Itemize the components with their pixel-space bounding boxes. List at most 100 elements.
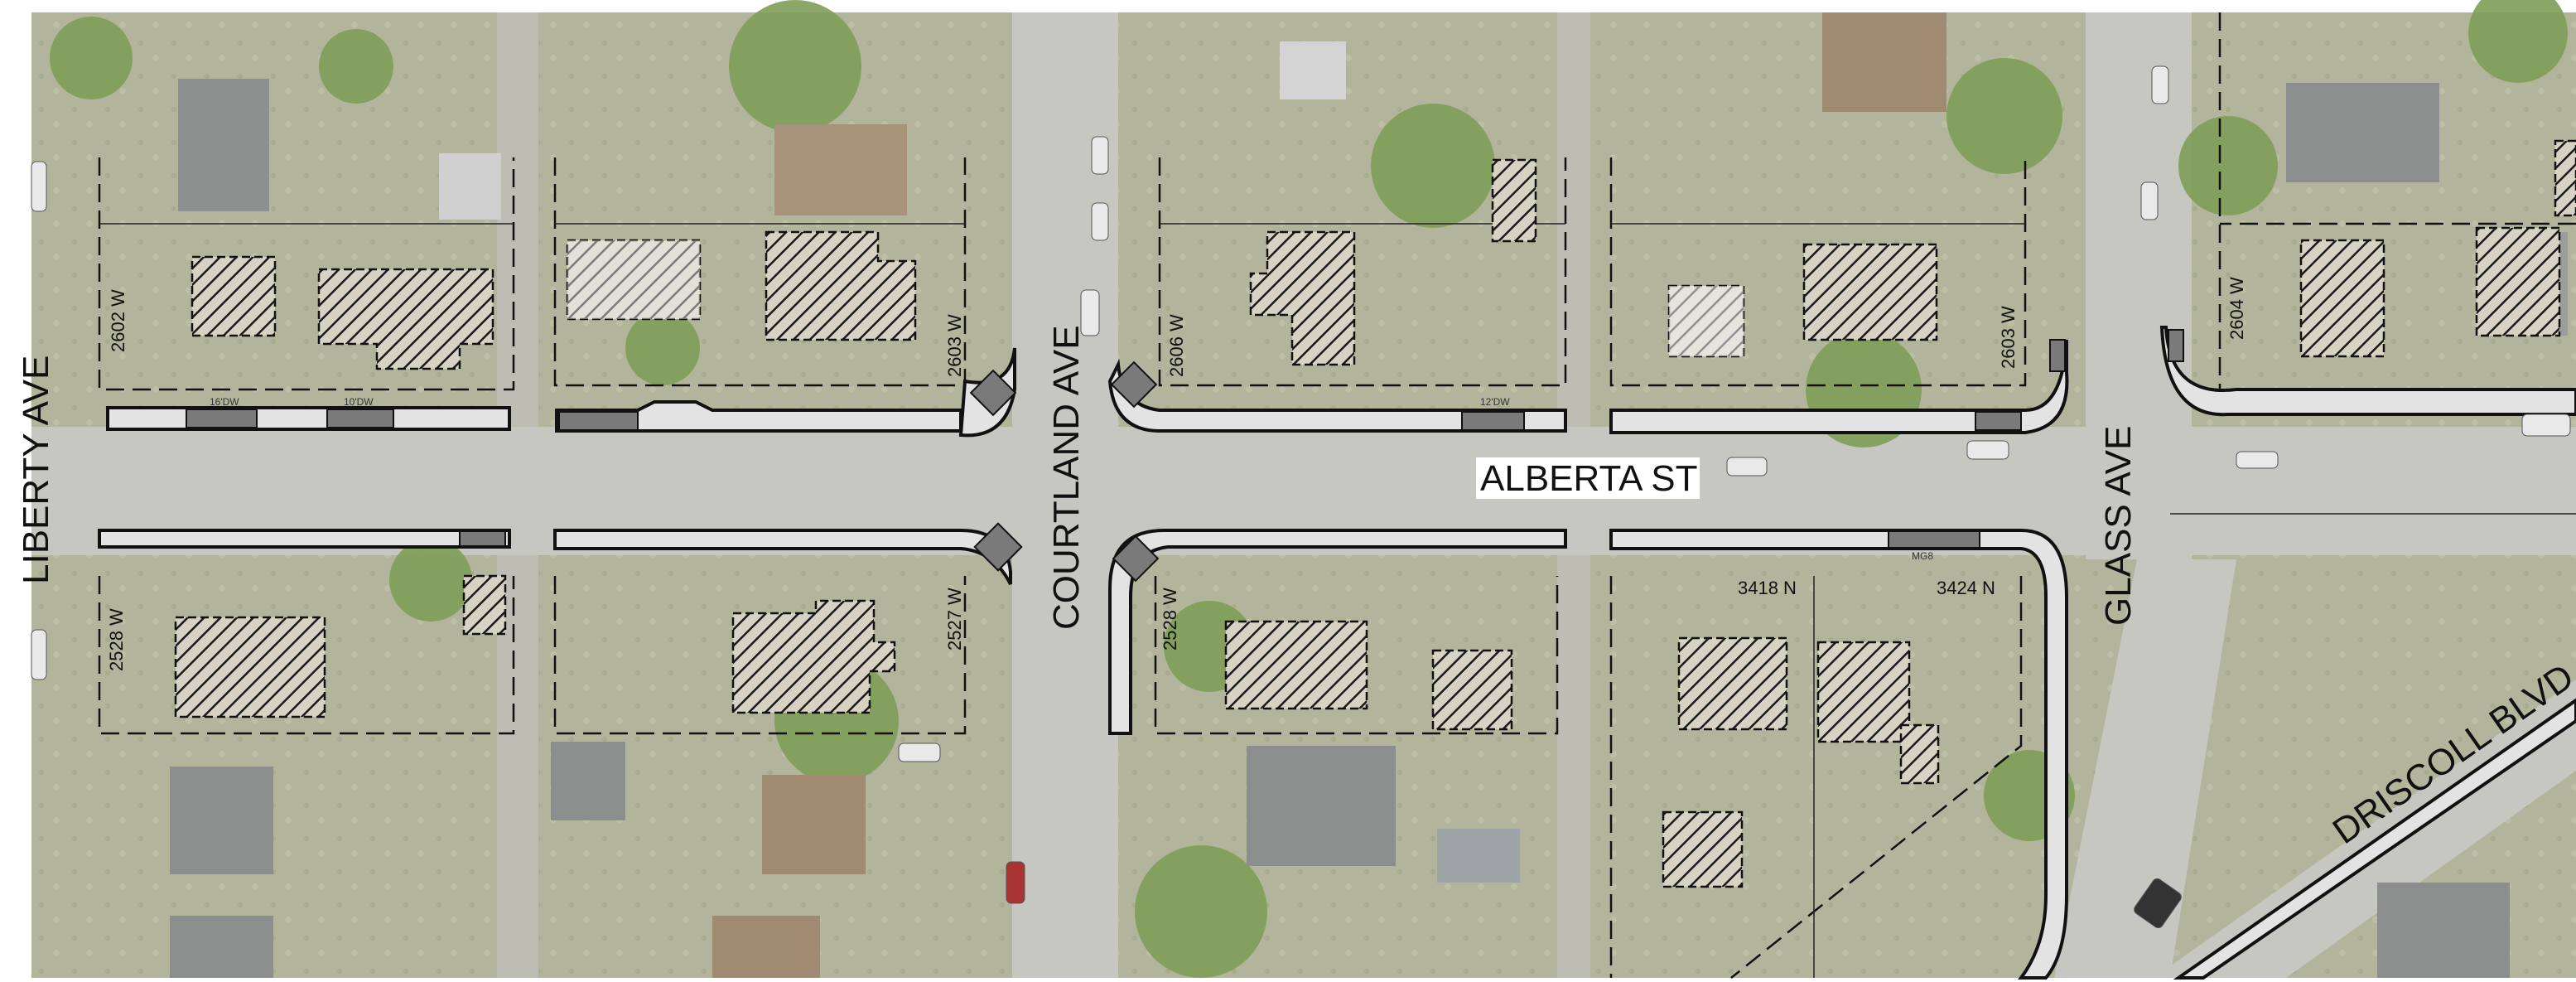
roof bbox=[762, 775, 866, 874]
building bbox=[1249, 230, 1356, 366]
ramp-marker bbox=[558, 411, 639, 431]
parcel-outline bbox=[98, 576, 515, 735]
building bbox=[1899, 723, 1940, 785]
white-roof bbox=[1669, 286, 1744, 356]
parcel-outline bbox=[553, 157, 967, 387]
car bbox=[2236, 451, 2279, 469]
tree bbox=[625, 311, 700, 385]
alley-north-left bbox=[497, 12, 538, 427]
parcel-outline bbox=[1158, 157, 1567, 387]
roof bbox=[178, 79, 269, 211]
address-2602w: 2602 W bbox=[108, 289, 128, 352]
building bbox=[2475, 226, 2561, 337]
building bbox=[566, 239, 702, 321]
sidewalk-segment bbox=[2173, 698, 2576, 980]
building bbox=[174, 616, 326, 718]
roof bbox=[1247, 746, 1396, 866]
car bbox=[31, 629, 47, 680]
sidewalk-segment bbox=[106, 406, 511, 431]
parcel-outline bbox=[1154, 576, 1559, 735]
building bbox=[1224, 620, 1368, 710]
corner-ramp bbox=[2168, 329, 2184, 362]
alberta-st-label-bg bbox=[1476, 457, 1700, 499]
roof bbox=[2377, 883, 2510, 978]
building bbox=[2554, 139, 2576, 217]
car bbox=[1966, 440, 2009, 460]
address-2604w: 2604 W bbox=[2226, 277, 2247, 340]
address-3424n: 3424 N bbox=[1937, 578, 1995, 598]
alley-south-right bbox=[1557, 555, 1590, 978]
car bbox=[1726, 457, 1768, 476]
building bbox=[2299, 239, 2385, 358]
ramp-marker bbox=[1975, 411, 2022, 431]
glass-ave-roadway-south bbox=[2054, 559, 2236, 978]
driveway-label-10dw: 10'DW bbox=[344, 396, 374, 408]
address-2603w-right: 2603 W bbox=[1998, 306, 2019, 369]
tree bbox=[729, 0, 861, 133]
driveway-label-16dw: 16'DW bbox=[210, 396, 239, 408]
building bbox=[765, 230, 917, 341]
car bbox=[898, 743, 941, 762]
tree bbox=[1371, 104, 1495, 228]
glass-ave-label: GLASS AVE bbox=[2098, 426, 2139, 626]
roof bbox=[1280, 41, 1346, 99]
driveway-marker bbox=[186, 409, 258, 428]
roof bbox=[2286, 83, 2439, 182]
car bbox=[2140, 181, 2159, 220]
hatched-buildings bbox=[174, 139, 2576, 888]
address-labels: 2602 W 2603 W 2606 W 2603 W 2604 W 2528 … bbox=[106, 277, 2247, 671]
tree bbox=[50, 17, 133, 99]
roof bbox=[1822, 12, 1946, 112]
car bbox=[1080, 289, 1100, 336]
building bbox=[191, 255, 277, 337]
driscoll-blvd-roadway bbox=[2154, 680, 2576, 978]
white-roof bbox=[567, 240, 700, 319]
ramp-marker bbox=[459, 530, 506, 547]
building bbox=[1816, 641, 1911, 743]
ramp-labels: 16'DW 10'DW 12'DW MG8 bbox=[210, 396, 1933, 562]
driveway-marker bbox=[1461, 411, 1525, 431]
sidewalk-segment bbox=[555, 400, 962, 433]
sidewalk-segment bbox=[1609, 529, 2068, 980]
corner-ramp bbox=[1110, 360, 1158, 409]
driveway-label-12dw: 12'DW bbox=[1480, 396, 1510, 408]
building bbox=[1802, 243, 1938, 341]
parcel-outline bbox=[1609, 576, 2023, 979]
parcel-outline bbox=[1609, 157, 2027, 387]
car bbox=[2521, 414, 2571, 437]
roof bbox=[551, 742, 625, 820]
building bbox=[1491, 158, 1537, 243]
address-2603w-left: 2603 W bbox=[944, 314, 965, 377]
parcel-outline bbox=[2218, 12, 2576, 394]
building bbox=[462, 574, 507, 636]
vehicles bbox=[31, 65, 2571, 929]
property-boundaries bbox=[98, 12, 2576, 979]
address-2606w: 2606 W bbox=[1166, 314, 1187, 377]
car bbox=[2134, 878, 2182, 929]
building bbox=[1431, 649, 1513, 731]
tree bbox=[319, 29, 393, 104]
corner-ramp bbox=[969, 369, 1017, 417]
ramp-marker bbox=[1888, 530, 1980, 549]
tree bbox=[2468, 0, 2568, 83]
ramp-markers bbox=[186, 329, 2184, 583]
tree bbox=[2178, 116, 2278, 215]
sidewalk-segment bbox=[2159, 326, 2576, 417]
roof bbox=[1437, 829, 1520, 883]
sidewalk-segment bbox=[98, 529, 511, 549]
corner-ramp bbox=[973, 522, 1023, 572]
alley-north-right bbox=[1557, 12, 1590, 427]
tree bbox=[1946, 58, 2062, 174]
address-2528w-mid: 2528 W bbox=[1160, 588, 1180, 651]
building bbox=[1662, 810, 1744, 888]
car bbox=[1091, 202, 1109, 241]
alberta-st-label: ALBERTA ST bbox=[1480, 458, 1697, 499]
glass-ave-roadway-north bbox=[2086, 12, 2192, 559]
building bbox=[1677, 636, 1788, 731]
driveway-marker bbox=[326, 409, 394, 428]
roof bbox=[712, 916, 820, 978]
sidewalk-segment bbox=[1108, 529, 1567, 735]
tree bbox=[389, 539, 472, 622]
